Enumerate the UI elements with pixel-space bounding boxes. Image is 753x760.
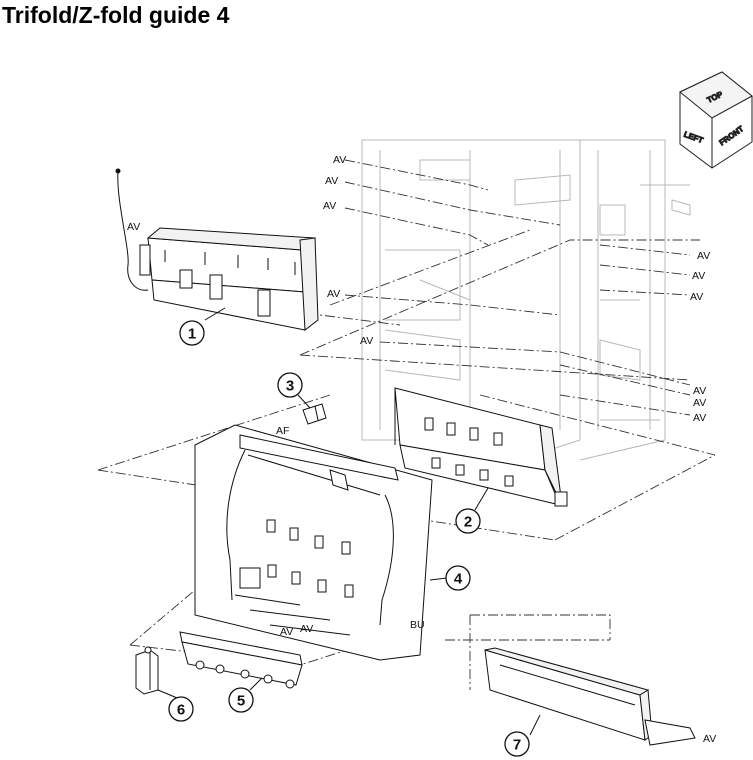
alignment-lines [97, 159, 716, 690]
part-6-sensor [135, 646, 159, 695]
av-label: AV [325, 175, 338, 187]
part-2-guide-plate [394, 387, 568, 507]
part-1-upper-guide [115, 168, 319, 331]
av-label: AV [693, 385, 706, 397]
av-label: AV [697, 250, 710, 262]
part-4-guide-assembly [194, 424, 433, 661]
av-label: AV [693, 397, 706, 409]
callout-4: 4 [445, 565, 471, 591]
svg-text:6: 6 [177, 702, 185, 719]
svg-text:5: 5 [237, 693, 245, 710]
finisher-frame [361, 139, 691, 471]
part-5-lower-guide [179, 631, 303, 689]
svg-text:1: 1 [188, 326, 196, 343]
av-label: AV [300, 623, 313, 635]
av-label: AV [703, 733, 716, 745]
av-label: AV [323, 200, 336, 212]
svg-text:2: 2 [464, 514, 472, 531]
callout-3: 3 [277, 372, 303, 398]
av-label: AV [692, 270, 705, 282]
callout-1: 1 [179, 320, 205, 346]
av-label: AV [690, 291, 703, 303]
av-label: AV [333, 154, 346, 166]
svg-text:4: 4 [454, 571, 463, 588]
connector-labels: AV AV AV AV AV AV AV AV AV AV AV AV AF A… [127, 154, 716, 745]
callout-6: 6 [168, 696, 194, 722]
callouts: 1 2 3 4 5 6 7 [157, 307, 541, 757]
av-label: AV [127, 221, 140, 233]
page-title: Trifold/Z-fold guide 4 [2, 2, 230, 28]
af-label: AF [276, 425, 289, 437]
callout-2: 2 [455, 508, 481, 534]
callout-7: 7 [504, 731, 530, 757]
callout-5: 5 [228, 687, 254, 713]
orientation-cube: TOP LEFT FRONT [679, 71, 753, 169]
av-label: AV [693, 412, 706, 424]
av-label: AV [280, 626, 293, 638]
svg-text:7: 7 [513, 737, 521, 754]
part-3-bracket [302, 403, 327, 425]
av-label: AV [327, 288, 340, 300]
av-label: AV [360, 335, 373, 347]
part-7-tray-guide [484, 647, 696, 746]
svg-text:3: 3 [286, 378, 294, 395]
bu-label: BU [410, 619, 425, 631]
